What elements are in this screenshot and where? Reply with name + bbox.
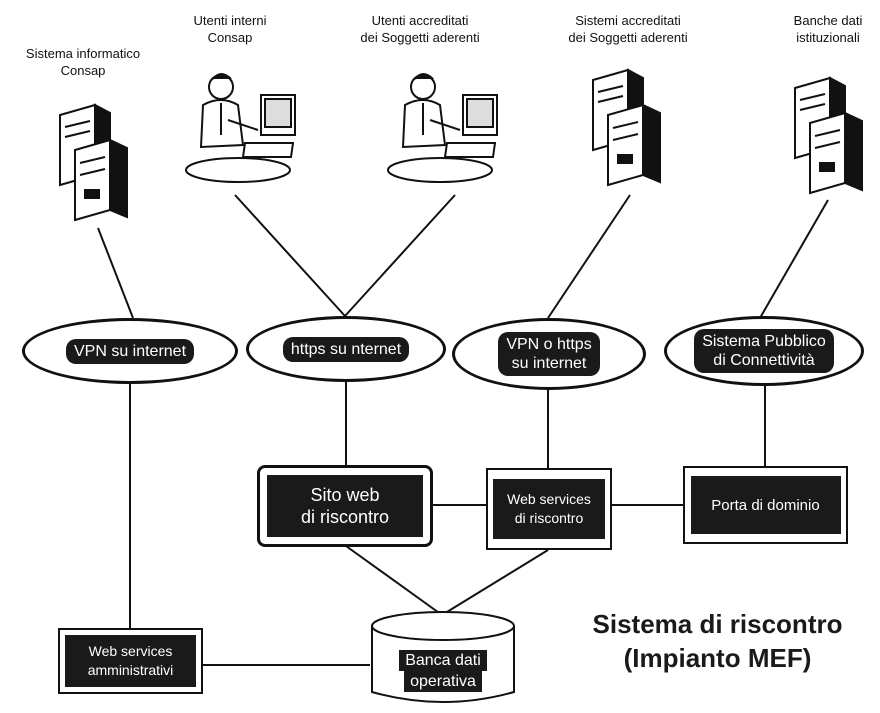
user-workstation-icon [387,73,498,183]
link-banche-spc [759,199,829,319]
server-icon [592,68,661,187]
server-icon [59,103,128,222]
link-sistemi-vpnhttps [547,194,631,319]
box-porta-dominio: Porta di dominio [683,466,848,544]
link-sistema-vpn [97,227,134,319]
link-ws-banca [441,549,549,616]
network-vpn-internet: VPN su internet [22,318,238,384]
server-icon [794,76,863,195]
link-sito-banca [345,545,443,616]
link-accreditati-https [344,194,456,317]
database-label: Banca dati operativa [378,650,508,692]
link-interni-https [234,194,346,317]
network-https-internet: https su nternet [246,316,446,382]
user-workstation-icon [185,73,296,183]
diagram-title: Sistema di riscontro (Impianto MEF) [592,609,843,673]
